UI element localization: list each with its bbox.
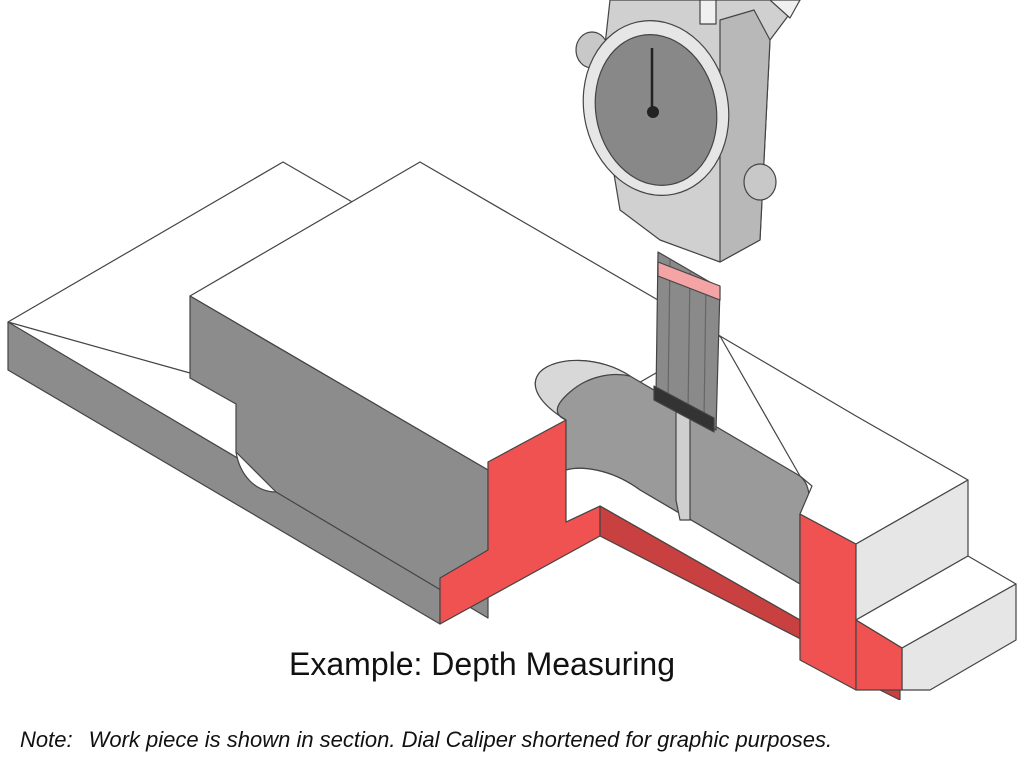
work-piece bbox=[7, 161, 1017, 700]
note-text: Work piece is shown in section. Dial Cal… bbox=[88, 727, 833, 752]
depth-measuring-illustration bbox=[7, 0, 1017, 700]
note-label: Note: bbox=[20, 727, 73, 752]
depth-block bbox=[653, 385, 715, 433]
diagram-caption: Example: Depth Measuring bbox=[289, 646, 675, 682]
dial-caliper bbox=[575, 0, 801, 521]
right-block-top bbox=[719, 335, 969, 545]
depth-marker bbox=[657, 261, 721, 301]
pocket-rim bbox=[534, 359, 631, 421]
depth-rod bbox=[675, 409, 691, 521]
adjustment-knob-icon bbox=[743, 163, 777, 201]
diagram-note: Note: Work piece is shown in section. Dia… bbox=[20, 727, 1010, 753]
